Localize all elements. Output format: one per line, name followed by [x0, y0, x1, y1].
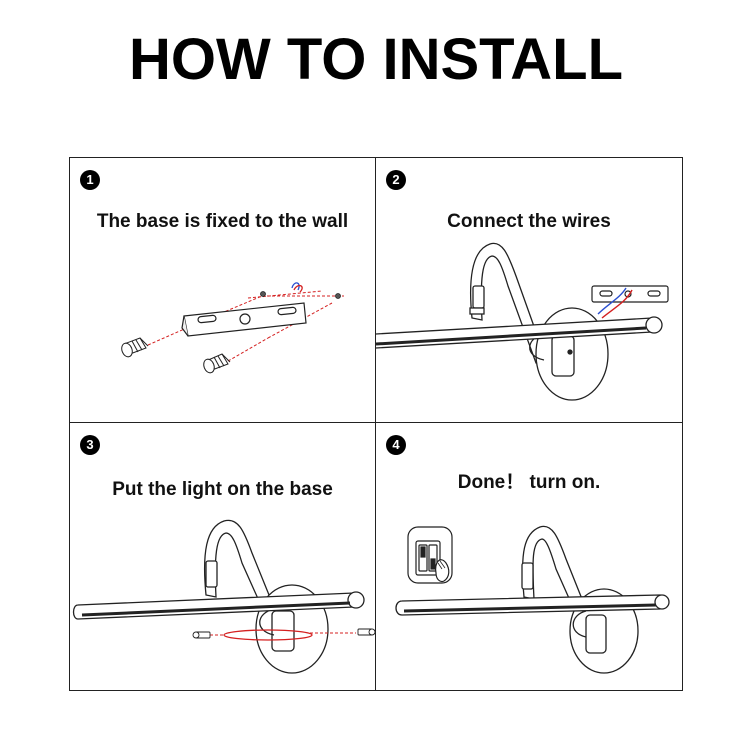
finished-illustration	[395, 525, 670, 674]
wiring-illustration	[376, 242, 669, 401]
step-4-caption: Done！ turn on.	[457, 472, 601, 493]
step-4-panel: 4 Done！ turn on.	[376, 423, 682, 690]
lamp-arm	[469, 242, 547, 364]
screw-icon	[192, 628, 375, 639]
wire-icon	[291, 282, 303, 293]
step-1-number: 1	[80, 170, 100, 190]
mounting-illustration	[72, 519, 375, 674]
wall-anchor-icon	[260, 291, 341, 299]
instruction-grid: 1 The base is fixed to the wall	[69, 157, 683, 691]
step-2-number: 2	[386, 170, 406, 190]
lamp-tube	[72, 591, 365, 620]
screw-icon	[121, 337, 149, 358]
bracket-illustration	[121, 282, 344, 374]
step-3-caption: Put the light on the base	[112, 479, 333, 500]
step-4-number: 4	[386, 435, 406, 455]
lamp-tube	[376, 316, 663, 349]
lamp-tube	[395, 594, 670, 616]
step-1-panel: 1 The base is fixed to the wall	[70, 158, 376, 423]
screw-icon	[203, 353, 231, 374]
step-1-caption: The base is fixed to the wall	[96, 211, 349, 232]
step-2-caption: Connect the wires	[447, 211, 611, 232]
light-switch-icon	[407, 526, 453, 584]
page-title: HOW TO INSTALL	[128, 27, 624, 92]
step-3-panel: 3 Put the light on the base	[70, 423, 376, 690]
step-3-number: 3	[80, 435, 100, 455]
step-2-panel: 2 Connect the wires	[376, 158, 682, 423]
wire-icon	[597, 287, 633, 319]
mounting-bracket	[181, 302, 307, 337]
